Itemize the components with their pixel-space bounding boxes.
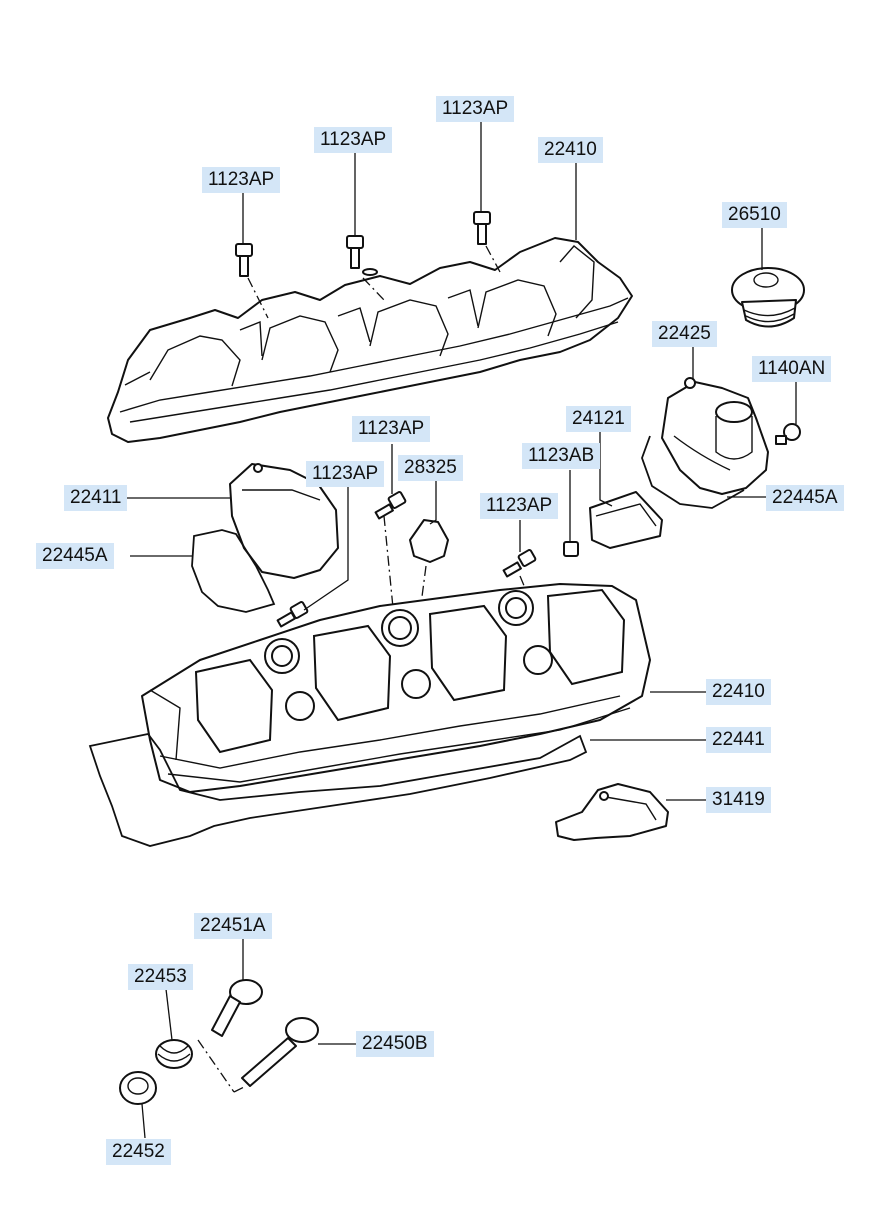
callout-1123ab[interactable]: 1123AB [522,443,601,469]
callout-1123ap-3[interactable]: 1123AP [436,96,515,122]
callout-1123ap-2[interactable]: 1123AP [314,127,393,153]
callout-31419[interactable]: 31419 [706,787,771,813]
callout-1123ap-4[interactable]: 1123AP [352,416,431,442]
bolt-22451a [211,979,263,1037]
breather-cover [661,377,769,495]
callout-22410-lower[interactable]: 22410 [706,679,771,705]
leader-lines [127,122,797,1139]
callout-22451a[interactable]: 22451A [194,913,272,939]
oil-filler-cap [731,267,805,328]
lower-head-cover [141,583,651,793]
bolt-22450b [241,1017,319,1087]
callout-22445a-right[interactable]: 22445A [766,485,844,511]
callout-22441[interactable]: 22441 [706,727,771,753]
callout-1123ap-1[interactable]: 1123AP [202,167,281,193]
callout-1140an[interactable]: 1140AN [752,356,832,382]
callout-22450b[interactable]: 22450B [356,1031,434,1057]
washer-22452 [119,1071,157,1105]
callout-1123ap-6[interactable]: 1123AP [306,461,385,487]
upper-rocker-cover [107,237,633,443]
bracket-24121 [589,491,663,549]
callout-28325[interactable]: 28325 [398,455,463,481]
callout-22425[interactable]: 22425 [652,321,717,347]
bolt-1123ab [563,541,579,557]
callout-1123ap-5[interactable]: 1123AP [480,493,559,519]
callout-22453[interactable]: 22453 [128,964,193,990]
bracket-31419 [555,783,669,841]
end-cover-gasket [191,529,276,613]
spring-22453 [155,1039,193,1069]
bolt-1123ap-a [235,243,253,277]
bolt-1123ap-f [276,601,309,628]
callout-22445a-left[interactable]: 22445A [36,543,114,569]
bolt-1123ap-e [502,549,537,578]
plug-28325 [409,519,449,563]
callout-22410-upper[interactable]: 22410 [538,137,603,163]
callout-22411[interactable]: 22411 [64,485,128,511]
breather-gasket [641,435,745,509]
head-gasket [88,733,588,847]
bolt-1123ap-d [374,491,407,520]
callout-22452[interactable]: 22452 [106,1139,171,1165]
callout-24121[interactable]: 24121 [566,406,631,432]
bolt-1123ap-b [346,235,378,276]
callout-26510[interactable]: 26510 [722,202,787,228]
plug-1140an [775,423,801,445]
bolt-1123ap-c [473,211,491,245]
